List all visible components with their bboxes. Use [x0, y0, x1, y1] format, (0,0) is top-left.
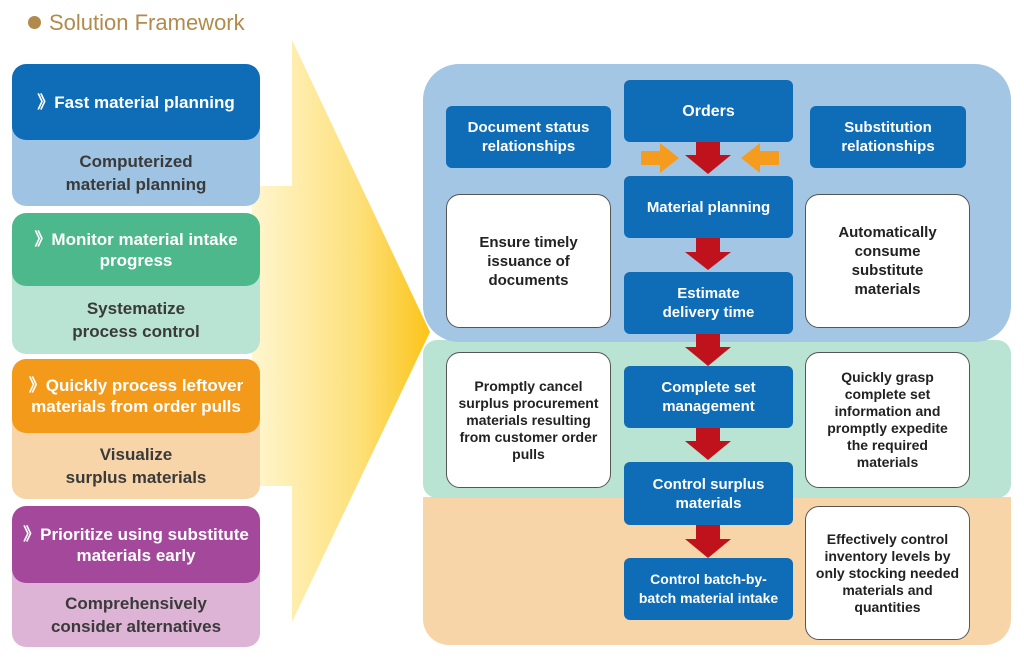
- flow-estimate-delivery: Estimate delivery time: [624, 272, 793, 334]
- note-auto-consume: Automatically consume substitute materia…: [805, 194, 970, 328]
- card-head-fast-material-planning: 》Fast material planning: [12, 64, 260, 140]
- big-yellow-arrow: [252, 40, 430, 622]
- red-arrow-icon: [685, 142, 731, 174]
- card-monitor-intake: 》Monitor material intake progress System…: [12, 213, 260, 354]
- card-fast-material-planning: 》Fast material planning Computerized mat…: [12, 64, 260, 206]
- card-body-consider-alternatives: Comprehensively consider alternatives: [50, 594, 222, 636]
- card-substitute-materials: 》Prioritize using substitute materials e…: [12, 506, 260, 647]
- orange-arrow-right-icon: [641, 143, 679, 173]
- card-head-substitute-materials: 》Prioritize using substitute materials e…: [12, 506, 260, 583]
- note-promptly-cancel: Promptly cancel surplus procurement mate…: [446, 352, 611, 488]
- card-body-computerized-planning: Computerized material planning: [65, 152, 207, 194]
- red-arrow-icon: [685, 525, 731, 558]
- card-body-visualize-surplus: Visualize surplus materials: [65, 445, 207, 487]
- flow-control-batch: Control batch-by- batch material intake: [624, 558, 793, 620]
- card-body-systematize: Systematize process control: [72, 299, 200, 341]
- flow-material-planning: Material planning: [624, 176, 793, 238]
- card-head-monitor-intake: 》Monitor material intake progress: [12, 213, 260, 286]
- bullet-dot-icon: [28, 16, 41, 29]
- card-head-leftover-materials: 》Quickly process leftover materials from…: [12, 359, 260, 433]
- red-arrow-icon: [685, 428, 731, 460]
- page-title-text: Solution Framework: [49, 10, 245, 35]
- side-substitution: Substitution relationships: [810, 106, 966, 168]
- page-title: Solution Framework: [28, 10, 245, 36]
- note-quickly-grasp: Quickly grasp complete set information a…: [805, 352, 970, 488]
- orange-arrow-left-icon: [741, 143, 779, 173]
- flow-complete-set: Complete set management: [624, 366, 793, 428]
- flow-orders: Orders: [624, 80, 793, 142]
- note-timely-issuance: Ensure timely issuance of documents: [446, 194, 611, 328]
- note-effectively-control: Effectively control inventory levels by …: [805, 506, 970, 640]
- card-leftover-materials: 》Quickly process leftover materials from…: [12, 359, 260, 499]
- red-arrow-icon: [685, 334, 731, 366]
- side-document-status: Document status relationships: [446, 106, 611, 168]
- red-arrow-icon: [685, 238, 731, 270]
- flow-control-surplus: Control surplus materials: [624, 462, 793, 525]
